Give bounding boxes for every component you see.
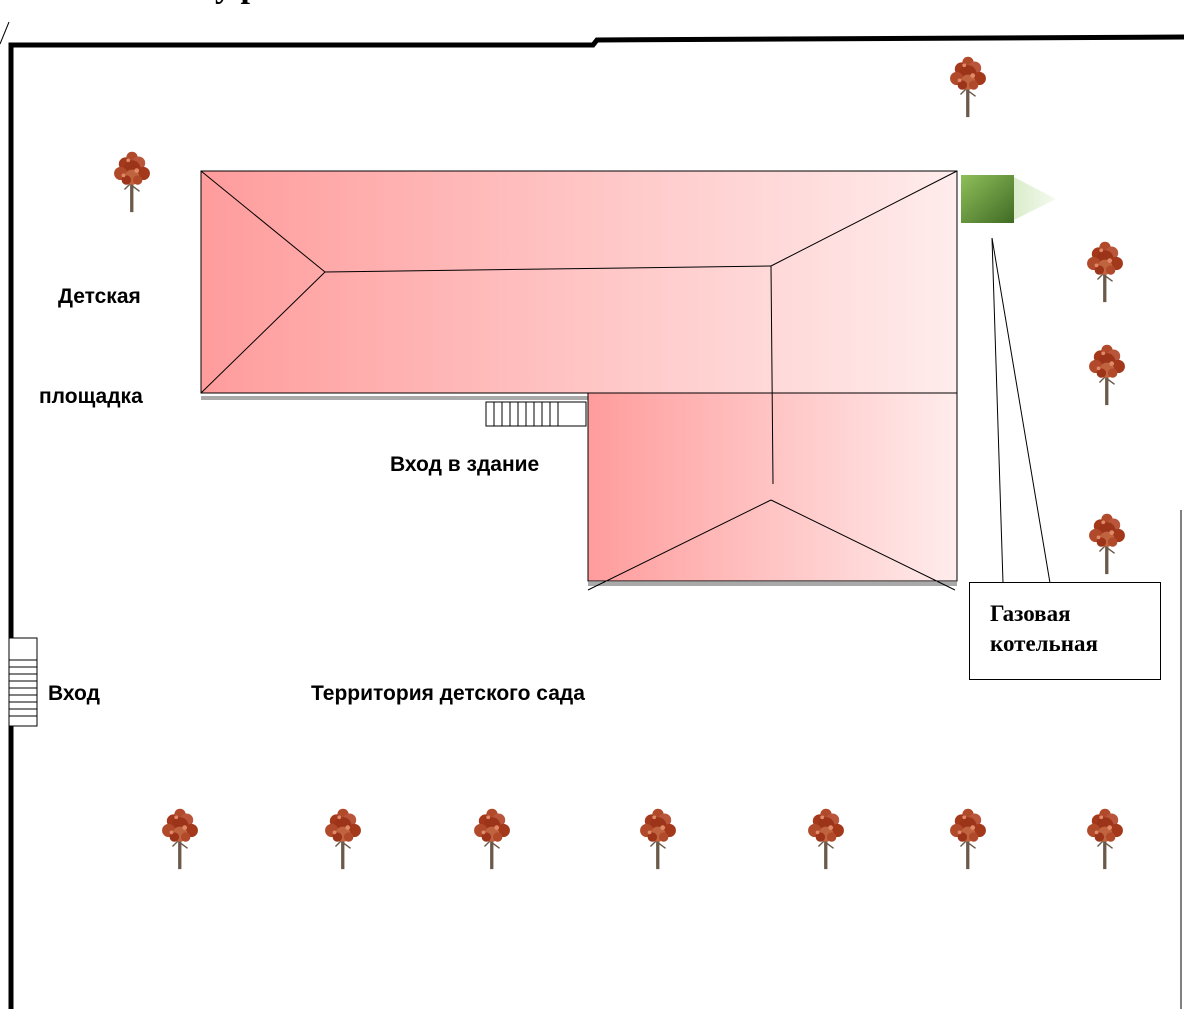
building-entrance-label: Вход в здание: [390, 453, 540, 476]
boiler-callout: Газовая котельная: [969, 582, 1161, 680]
tree-icon: [1088, 513, 1126, 575]
boiler-label-line1: Газовая: [990, 601, 1071, 626]
tree-icon: [1086, 808, 1124, 870]
playground-label-line2: площадка: [39, 385, 143, 408]
header-title-fragment: у р: [215, 0, 259, 6]
boiler-label-line2: котельная: [990, 631, 1098, 656]
gas-boiler-icon: [961, 175, 1056, 223]
building-main-wing: [200, 170, 958, 400]
territory-label: Территория детского сада: [311, 682, 585, 705]
tree-icon: [324, 808, 362, 870]
tree-icon: [161, 808, 199, 870]
boiler-callout-connector: [991, 237, 1051, 584]
tree-icon: [113, 151, 151, 213]
tree-icon: [639, 808, 677, 870]
tree-icon: [1088, 344, 1126, 406]
tree-icon: [473, 808, 511, 870]
gate-stairs-icon: [8, 637, 38, 727]
tree-icon: [949, 808, 987, 870]
building-entrance-stairs-icon: [485, 401, 587, 427]
gate-entrance-label: Вход: [48, 682, 100, 705]
tree-icon: [949, 56, 987, 118]
tree-icon: [807, 808, 845, 870]
playground-label-line1: Детская: [58, 285, 141, 308]
building-lower-wing: [587, 265, 958, 591]
tree-icon: [1086, 241, 1124, 303]
boiler-callout-text: Газовая котельная: [990, 599, 1098, 659]
fence: [0, 21, 1184, 1009]
